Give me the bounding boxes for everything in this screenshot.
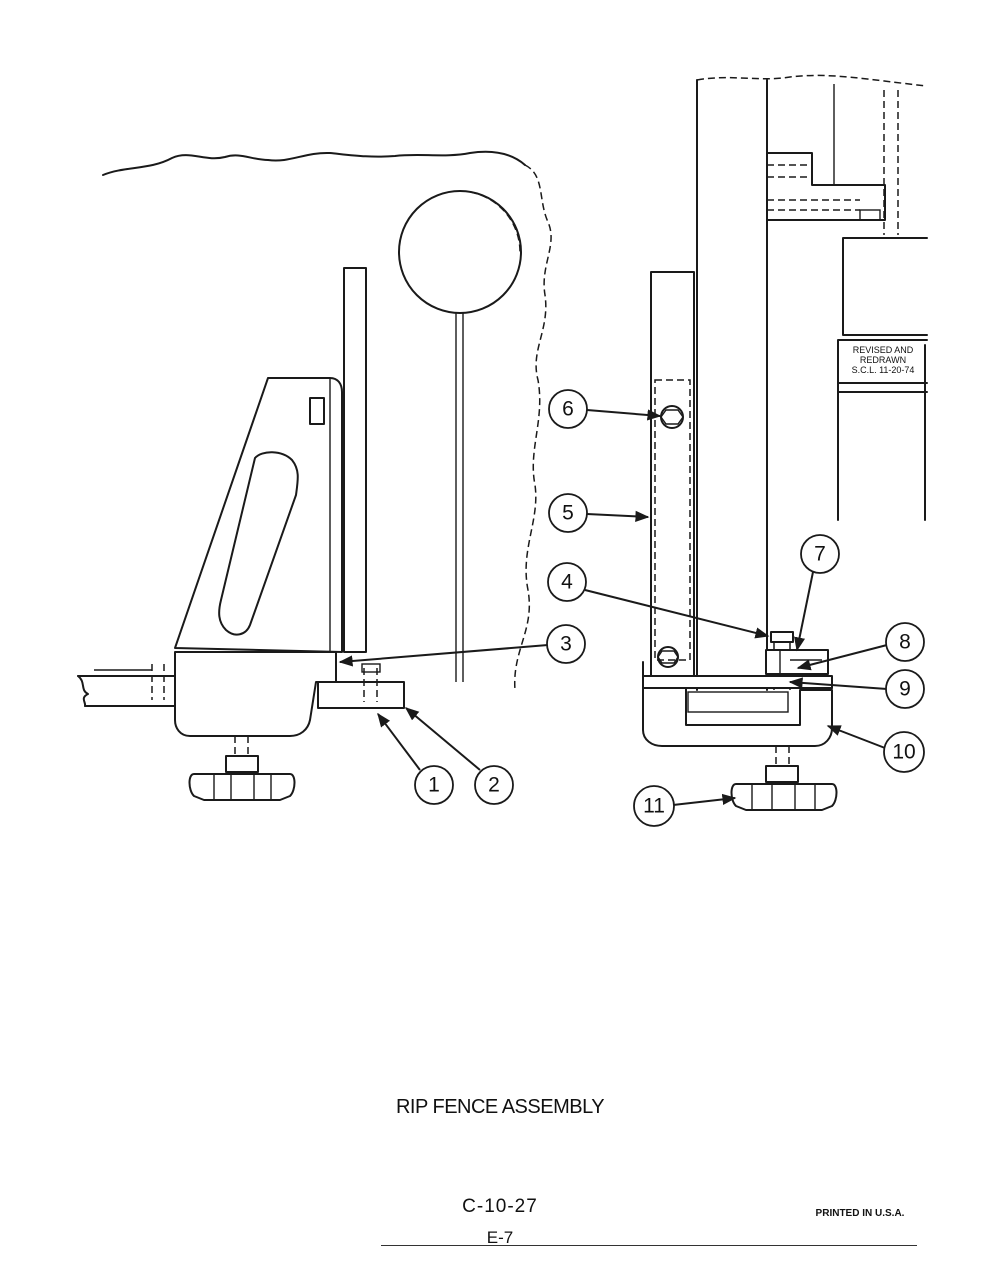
callout-7 bbox=[800, 534, 840, 574]
callout-5 bbox=[548, 493, 588, 533]
callout-7-label: 7 bbox=[814, 543, 826, 566]
callout-6-label: 6 bbox=[562, 398, 574, 421]
callout-6 bbox=[548, 389, 588, 429]
bottom-rule bbox=[381, 1245, 917, 1246]
callouts: 1 2 3 4 5 6 7 8 9 10 bbox=[338, 389, 925, 827]
page-number: E-7 bbox=[486, 1228, 514, 1247]
callout-2-label: 2 bbox=[488, 774, 500, 797]
callout-11 bbox=[633, 785, 675, 827]
callout-9 bbox=[885, 669, 925, 709]
callout-3 bbox=[546, 624, 586, 664]
callout-9-label: 9 bbox=[899, 678, 911, 701]
callout-8 bbox=[885, 622, 925, 662]
drawing-code: C-10-27 bbox=[462, 1196, 538, 1217]
callout-5-label: 5 bbox=[562, 502, 574, 525]
callout-1 bbox=[414, 765, 454, 805]
revision-line-2: REDRAWN bbox=[859, 355, 907, 365]
revision-line-1: REVISED AND bbox=[852, 345, 914, 355]
revision-line-3: S.C.L. 11-20-74 bbox=[851, 365, 915, 375]
callout-4 bbox=[547, 562, 587, 602]
printed-in-label: PRINTED IN U.S.A. bbox=[815, 1208, 905, 1219]
callout-4-label: 4 bbox=[561, 571, 573, 594]
revision-note: REVISED AND REDRAWN S.C.L. 11-20-74 bbox=[841, 345, 925, 379]
callout-1-label: 1 bbox=[428, 774, 440, 797]
drawing-title: RIP FENCE ASSEMBLY bbox=[395, 1096, 605, 1118]
callout-2 bbox=[474, 765, 514, 805]
callout-10 bbox=[883, 731, 925, 773]
callout-3-label: 3 bbox=[560, 633, 572, 656]
right-view bbox=[642, 74, 928, 811]
callout-10-label: 10 bbox=[892, 741, 915, 764]
callout-11-label: 11 bbox=[643, 795, 665, 818]
callout-8-label: 8 bbox=[899, 631, 911, 654]
left-view bbox=[77, 150, 552, 801]
